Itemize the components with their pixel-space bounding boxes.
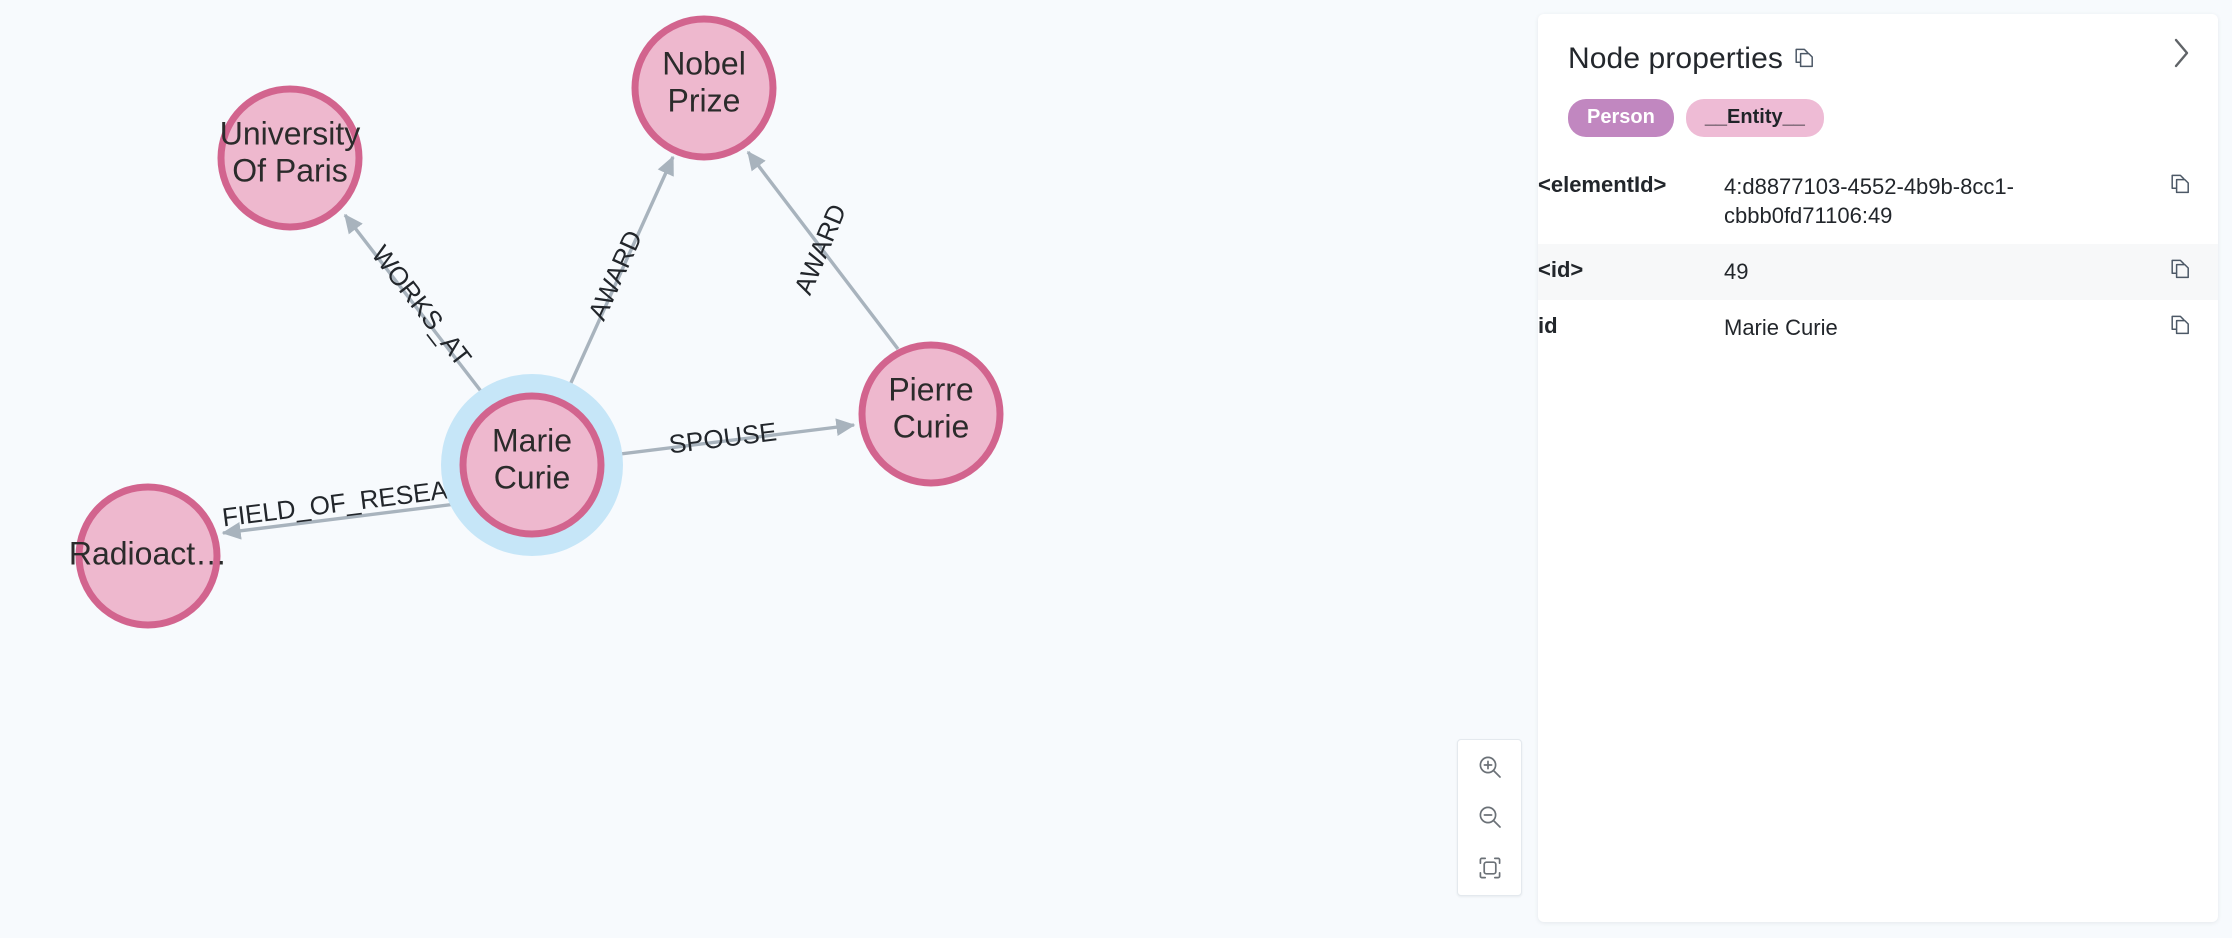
copy-property-cell [2144, 159, 2218, 244]
table-row: id Marie Curie [1538, 300, 2218, 356]
graph-node-radioactivity[interactable]: Radioact… [69, 483, 227, 629]
node-label-chip-entity[interactable]: __Entity__ [1685, 99, 1824, 137]
collapse-panel-button[interactable] [2162, 34, 2200, 72]
chevron-right-icon [2174, 38, 2189, 68]
copy-property-cell [2144, 300, 2218, 356]
node-label-chips: Person __Entity__ [1538, 74, 2218, 137]
edge-field-of-research[interactable]: FIELD_OF_RESEA… [220, 471, 475, 540]
zoom-in-button[interactable] [1467, 745, 1513, 789]
copy-icon [2171, 259, 2189, 278]
zoom-out-icon [1479, 807, 1501, 829]
copy-icon [2171, 174, 2189, 194]
edge-label-works-at: WORKS_AT [366, 240, 478, 372]
edge-award-marie[interactable]: AWARD [563, 155, 675, 397]
zoom-controls [1457, 739, 1522, 896]
copy-icon [1795, 48, 1813, 68]
zoom-out-button[interactable] [1467, 795, 1513, 839]
graph-node-university-of-paris[interactable]: University Of Paris [217, 85, 363, 231]
property-value: 4:d8877103-4552-4b9b-8cc1-cbbb0fd71106:4… [1724, 174, 2014, 229]
table-row: <elementId> 4:d8877103-4552-4b9b-8cc1-cb… [1538, 159, 2218, 244]
copy-id-button[interactable] [2170, 257, 2192, 281]
copy-all-properties-icon[interactable] [1794, 46, 1816, 70]
edge-works-at[interactable]: WORKS_AT [343, 213, 489, 401]
copy-property-cell [2144, 244, 2218, 300]
graph-svg: WORKS_AT AWARD AWARD SPOUSE FIELD_OF_RES… [69, 15, 1004, 629]
edge-label-field-of-research: FIELD_OF_RESEA… [220, 471, 475, 532]
property-key: <elementId> [1538, 172, 1667, 197]
zoom-in-icon [1479, 756, 1501, 779]
node-properties-panel: Node properties Person __Entity__ <eleme… [1538, 14, 2218, 922]
panel-title: Node properties [1568, 42, 1783, 75]
property-key: <id> [1538, 256, 1584, 282]
edge-spouse[interactable]: SPOUSE [603, 416, 856, 459]
property-key: id [1538, 312, 1558, 338]
copy-elementid-button[interactable] [2170, 172, 2192, 196]
fit-to-screen-icon [1479, 857, 1500, 879]
node-label-chip-person[interactable]: Person [1568, 99, 1674, 137]
graph-node-marie-curie[interactable]: Marie Curie [441, 374, 623, 556]
node-properties-table: <elementId> 4:d8877103-4552-4b9b-8cc1-cb… [1538, 159, 2218, 356]
table-row: <id> 49 [1538, 243, 2218, 300]
copy-id-value-button[interactable] [2170, 313, 2192, 337]
fit-to-screen-button[interactable] [1467, 846, 1513, 890]
property-value: Marie Curie [1724, 314, 1838, 340]
graph-node-nobel-prize[interactable]: Nobel Prize [631, 15, 777, 161]
edge-label-award-marie: AWARD [582, 226, 648, 325]
panel-header: Node properties [1538, 14, 2218, 74]
property-value: 49 [1724, 258, 1749, 284]
graph-node-pierre-curie[interactable]: Pierre Curie [858, 341, 1004, 487]
copy-icon [2171, 315, 2189, 334]
edge-award-pierre[interactable]: AWARD [746, 150, 900, 351]
graph-canvas[interactable]: WORKS_AT AWARD AWARD SPOUSE FIELD_OF_RES… [0, 0, 1538, 938]
